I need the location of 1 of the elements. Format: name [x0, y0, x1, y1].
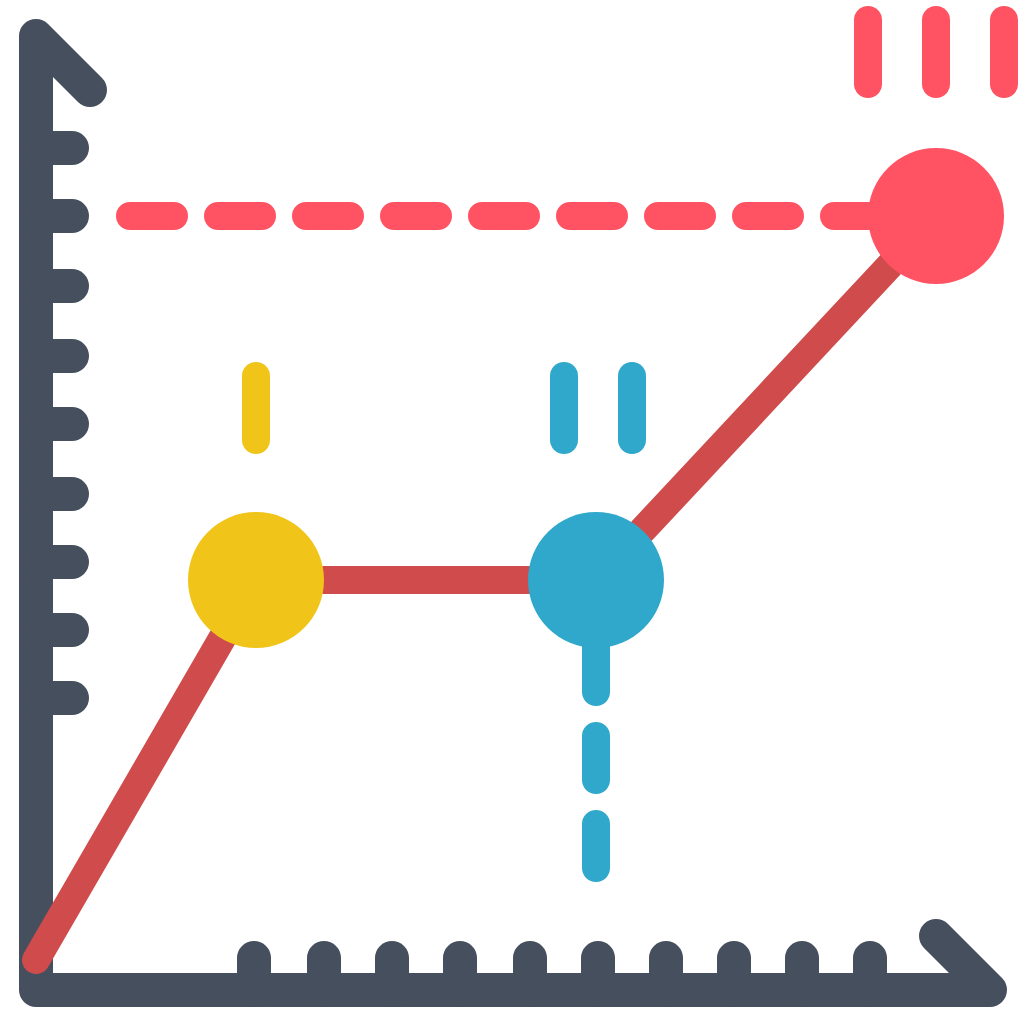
chart-line [628, 251, 904, 545]
